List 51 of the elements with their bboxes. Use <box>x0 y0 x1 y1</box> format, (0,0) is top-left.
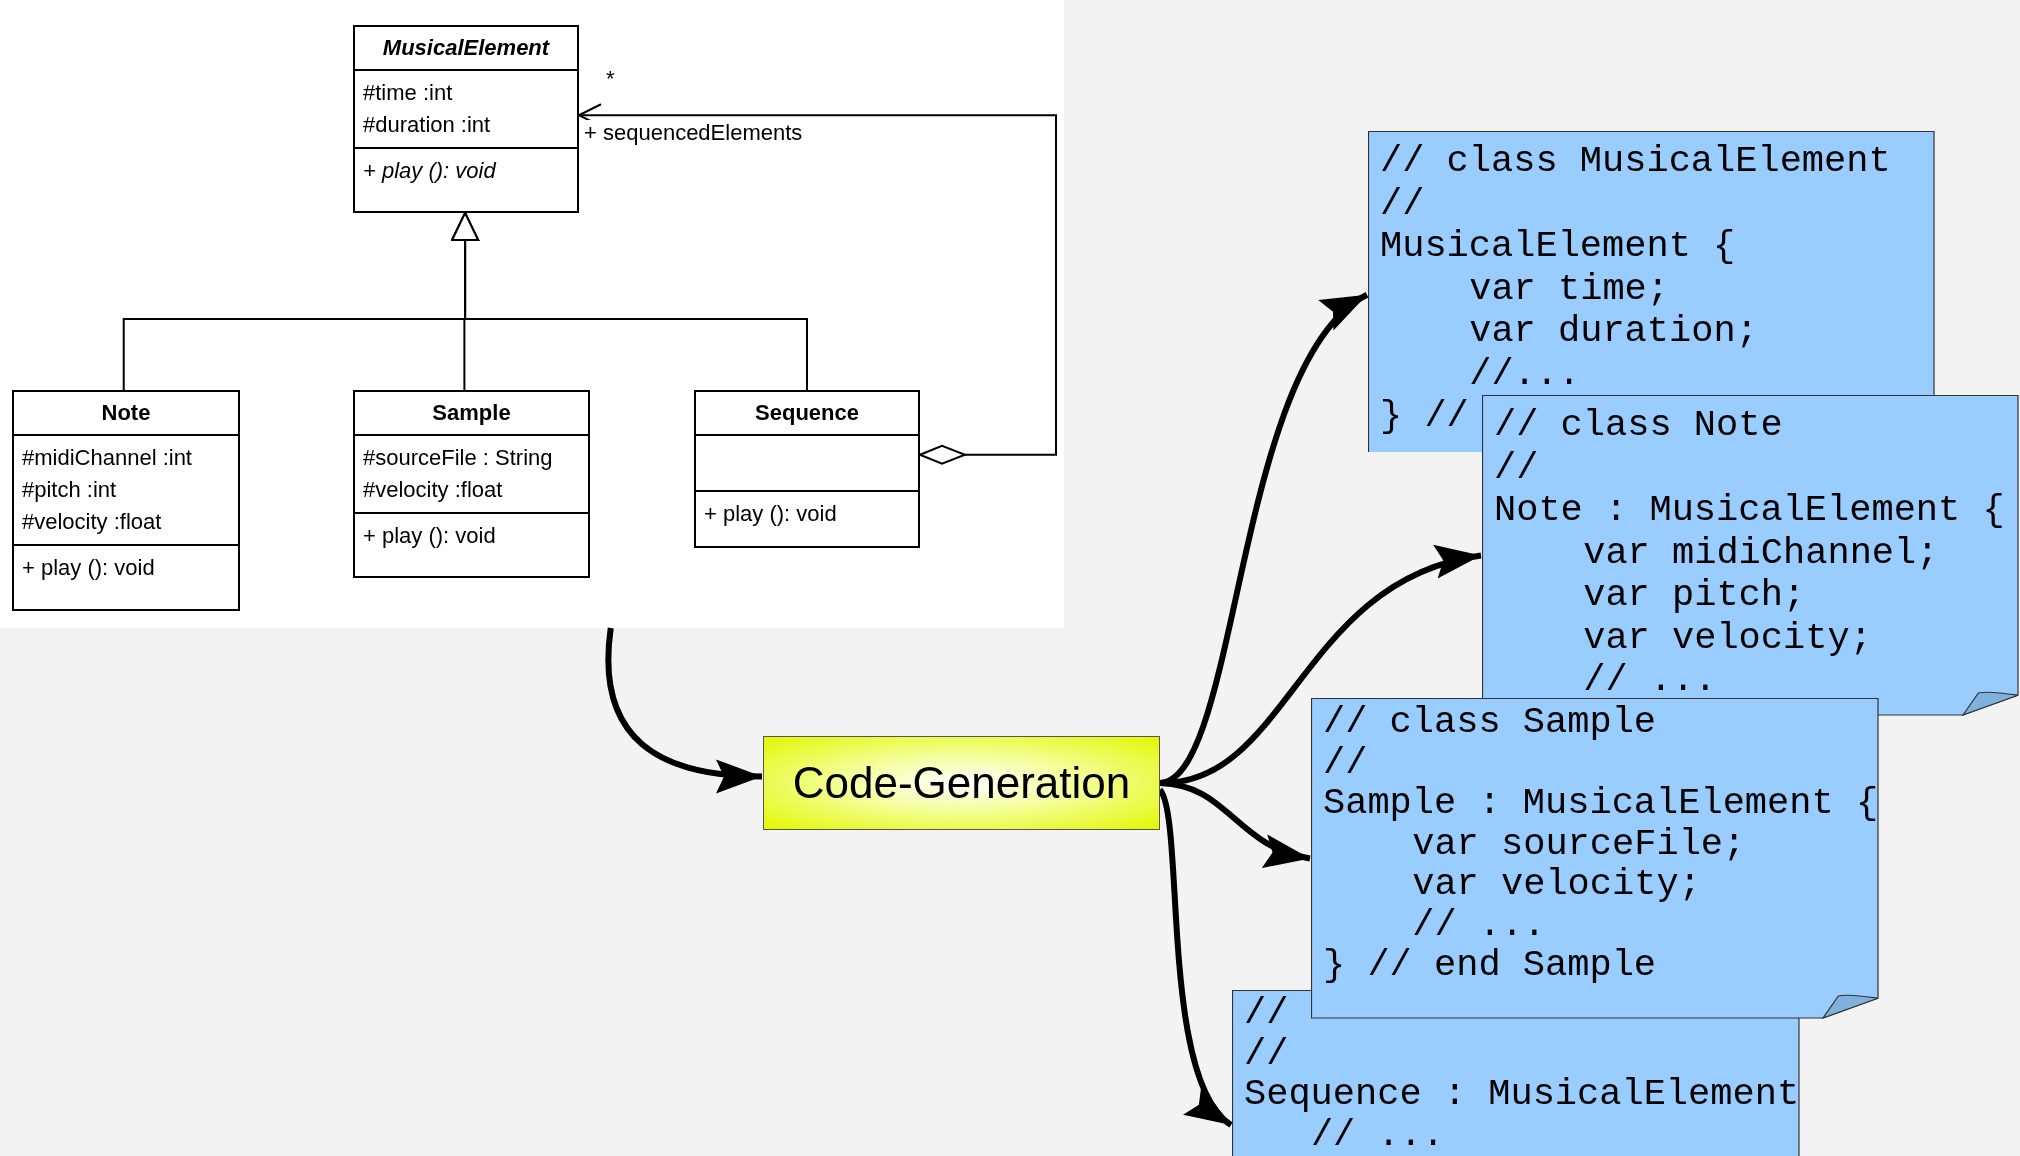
class-box <box>353 25 579 213</box>
code-line: Sequence : MusicalElement <box>1244 1074 1800 1115</box>
class-name: Sample <box>432 400 511 425</box>
attribute-text: #velocity :float <box>22 509 162 534</box>
code-note <box>1311 698 1879 1019</box>
arrow <box>1159 780 1311 865</box>
code-line: // <box>1494 446 1539 489</box>
code-line: var duration; <box>1469 310 1758 352</box>
operation-text: + play (): void <box>363 523 496 548</box>
class-box <box>353 390 590 578</box>
code-line: var sourceFile; <box>1412 823 1746 864</box>
code-line: Sample : MusicalElement { <box>1323 783 1879 824</box>
attribute-text: #sourceFile : String <box>363 445 553 470</box>
code-line: // <box>1244 993 1289 1034</box>
diagram-panel <box>0 0 1064 628</box>
class-name: Sequence <box>755 400 859 425</box>
attribute-text: #midiChannel :int <box>22 445 192 470</box>
code-line: var velocity; <box>1583 616 1872 659</box>
edge-label: + sequencedElements <box>584 120 803 146</box>
arrow <box>605 627 763 792</box>
code-line: // ... <box>1310 1114 1445 1155</box>
operation-text: + play (): void <box>704 501 837 526</box>
code-line: // class Note <box>1494 404 1783 446</box>
code-line: // class MusicalElement <box>1380 140 1891 182</box>
attribute-text: #time :int <box>363 80 453 105</box>
generalization-arrow <box>451 212 808 391</box>
code-line: //... <box>1469 352 1581 395</box>
code-line: var midiChannel; <box>1583 531 1939 574</box>
code-line: // ... <box>1583 659 1717 701</box>
class-box <box>694 390 920 548</box>
code-line: var velocity; <box>1412 864 1701 905</box>
code-line: // <box>1380 182 1425 225</box>
code-line: var time; <box>1469 267 1670 310</box>
class-name: MusicalElement <box>382 35 550 60</box>
attribute-text: #velocity :float <box>363 477 503 502</box>
code-line: Note : MusicalElement { <box>1494 489 2005 531</box>
code-line: // ... <box>1412 904 1546 945</box>
class-name: Note <box>101 400 151 425</box>
association-arrow <box>578 103 1057 465</box>
code-line: // <box>1244 1033 1289 1074</box>
process-box <box>763 736 1160 830</box>
code-line: } // end Sample <box>1323 945 1657 986</box>
operation-text: + play (): void <box>22 555 155 580</box>
code-line: } // <box>1380 395 1469 437</box>
process-label: Code-Generation <box>792 758 1131 808</box>
code-line: var pitch; <box>1583 574 1806 616</box>
code-line: MusicalElement { <box>1380 225 1736 267</box>
class-box <box>12 390 240 611</box>
attribute-text: #pitch :int <box>22 477 117 502</box>
operation-text: + play (): void <box>363 158 496 183</box>
attribute-text: #duration :int <box>363 112 491 137</box>
